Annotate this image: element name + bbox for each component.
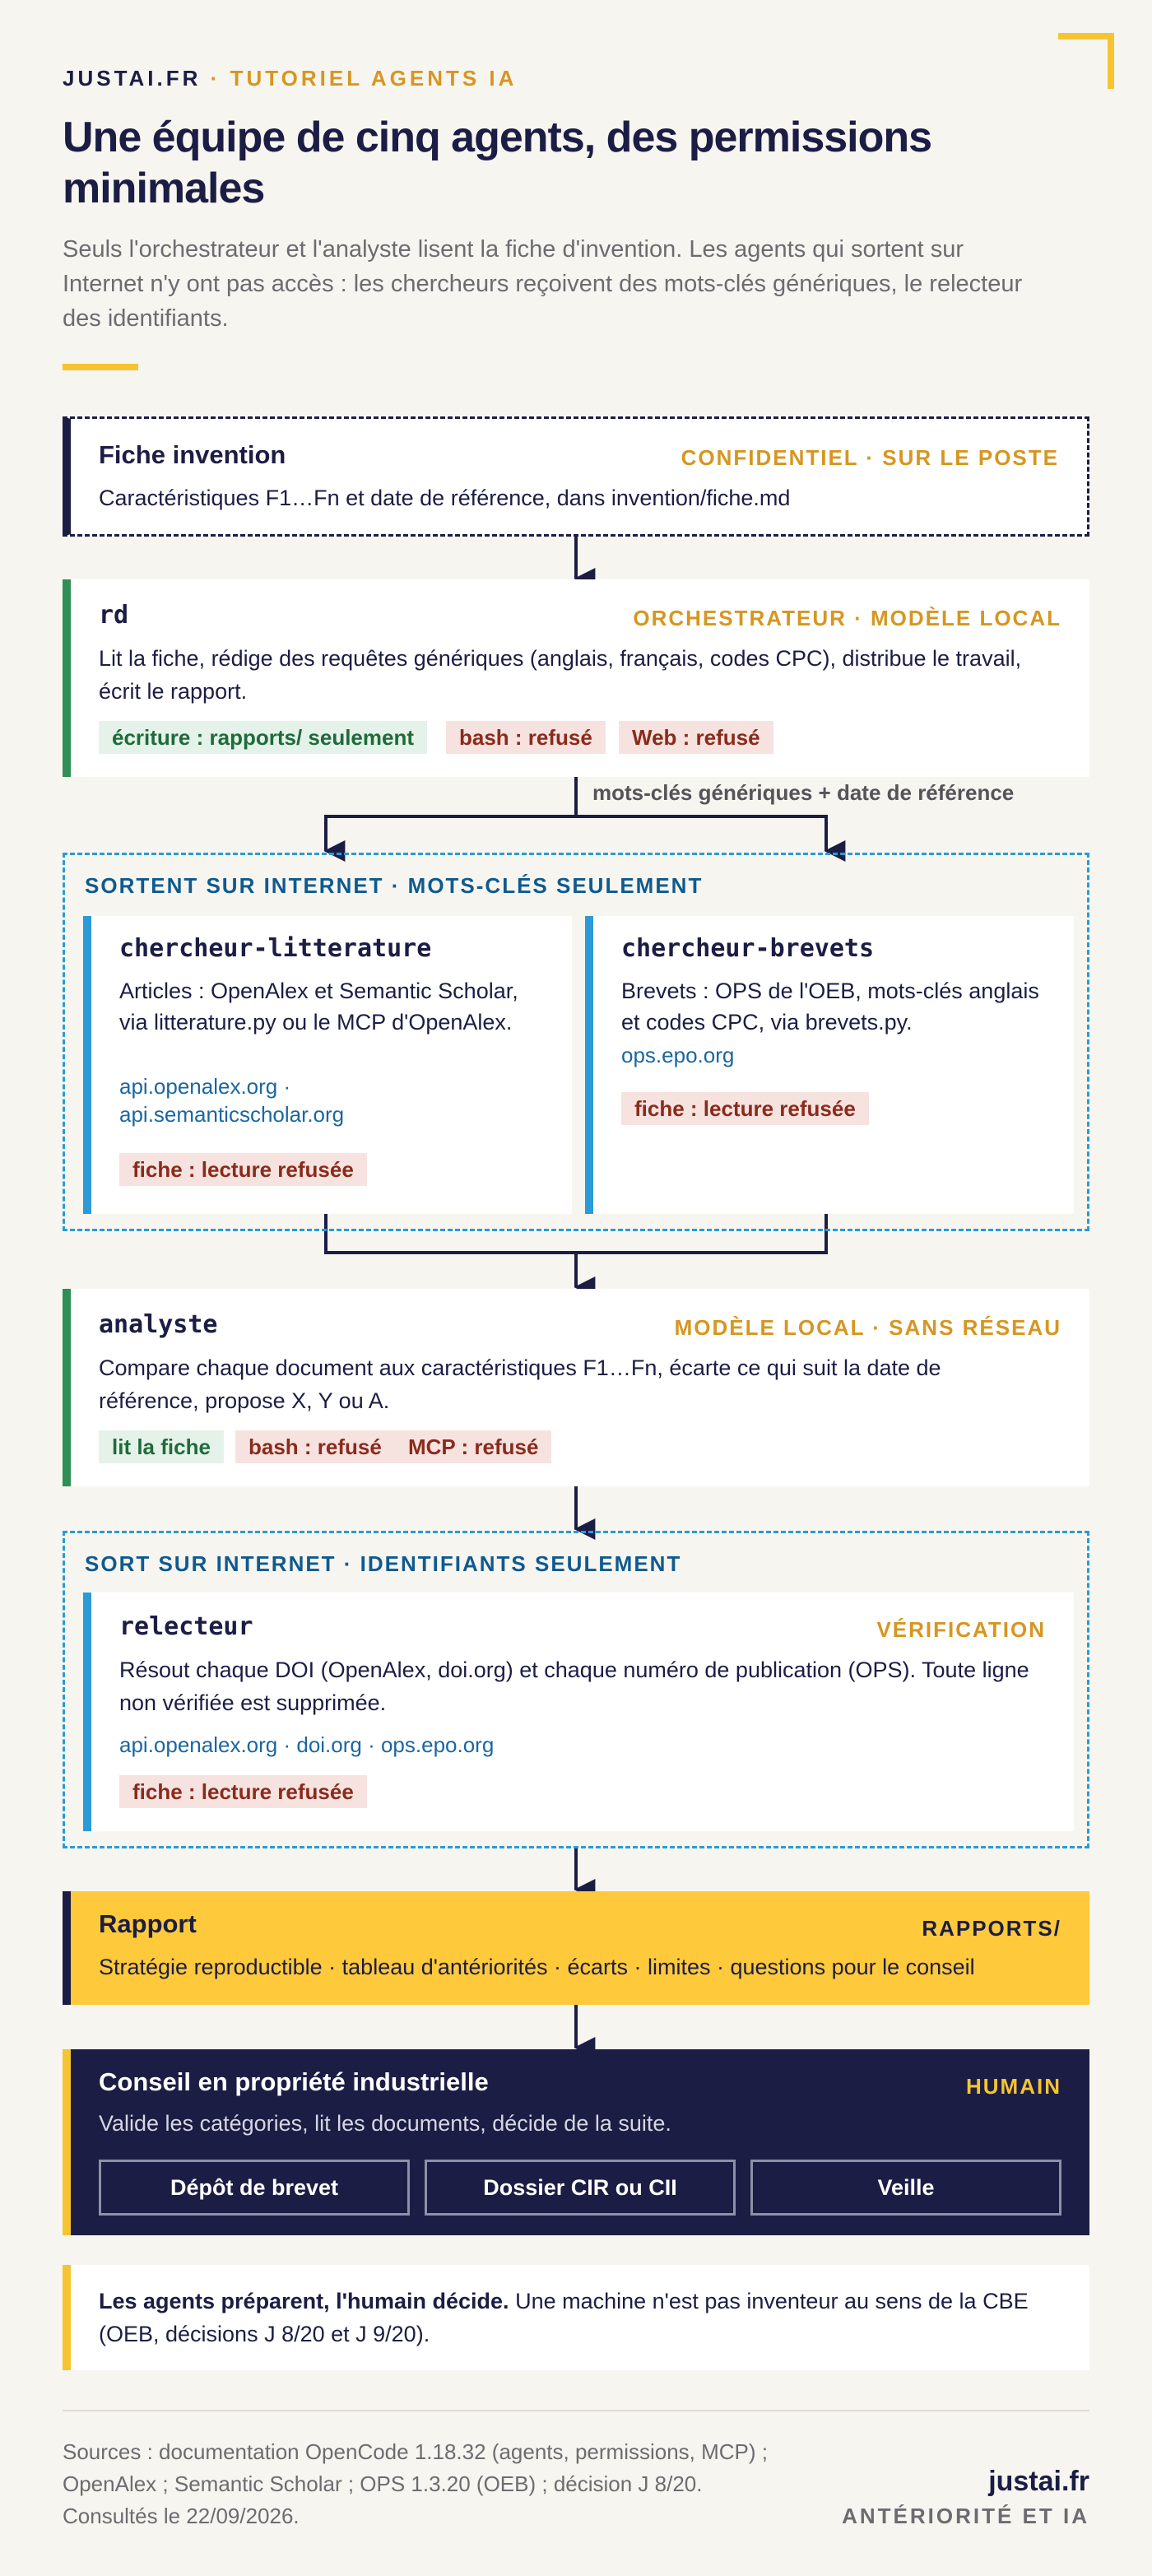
arrow-label-keywords: mots-clés génériques + date de référence	[592, 780, 1015, 805]
fiche-tag: CONFIDENTIEL · SUR LE POSTE	[681, 445, 1059, 470]
brevets-body: Brevets : OPS de l'OEB, mots-clés anglai…	[621, 979, 1039, 1035]
veille-button[interactable]: Veille	[750, 2160, 1061, 2216]
litterature-body: Articles : OpenAlex et Semantic Scholar,…	[119, 979, 518, 1035]
analyste-chip-fiche: lit la fiche	[99, 1430, 224, 1463]
note-bold: Les agents préparent, l'humain décide.	[99, 2289, 509, 2313]
fiche-invention-card: Fiche invention CONFIDENTIEL · SUR LE PO…	[63, 416, 1089, 537]
sources-line1: Sources : documentation OpenCode 1.18.32…	[63, 2439, 768, 2464]
title-accent-rule	[63, 364, 138, 370]
note-text: Les agents préparent, l'humain décide. U…	[99, 2285, 1061, 2350]
rapport-title: Rapport	[99, 1909, 197, 1938]
relecteur-card: relecteur VÉRIFICATION Résout chaque DOI…	[83, 1593, 1074, 1831]
group-internet-keywords-label: SORTENT SUR INTERNET · MOTS-CLÉS SEULEME…	[85, 873, 704, 898]
rapport-body: Stratégie reproductible · tableau d'anté…	[99, 1955, 975, 1979]
dossier-cir-cii-button[interactable]: Dossier CIR ou CII	[425, 2160, 736, 2216]
analyste-tag: MODÈLE LOCAL · SANS RÉSEAU	[674, 1315, 1061, 1340]
arrow-rd-to-brevets	[576, 815, 846, 862]
arrow-rd-to-researchers	[323, 777, 578, 862]
litterature-chip: fiche : lecture refusée	[119, 1153, 367, 1186]
kicker: JUSTAI.FR · TUTORIEL AGENTS IA	[63, 66, 517, 91]
analyste-title: analyste	[99, 1310, 218, 1339]
corner-ornament	[1058, 33, 1114, 89]
sources-line3: Consultés le 22/09/2026.	[63, 2504, 300, 2528]
note-card: Les agents préparent, l'humain décide. U…	[63, 2265, 1089, 2370]
analyste-chip-mcp: MCP : refusé	[395, 1430, 552, 1463]
rapport-tag: RAPPORTS/	[922, 1916, 1061, 1941]
kicker-topic: TUTORIEL AGENTS IA	[230, 66, 518, 91]
rd-title: rd	[99, 601, 129, 630]
rapport-card: Rapport RAPPORTS/ Stratégie reproductibl…	[63, 1891, 1089, 2005]
footer-brand: justai.fr	[988, 2466, 1089, 2497]
footer-divider	[63, 2410, 1089, 2411]
litterature-link-line1: api.openalex.org ·	[119, 1074, 291, 1099]
relecteur-title: relecteur	[119, 1612, 253, 1641]
analyste-card: analyste MODÈLE LOCAL · SANS RÉSEAU Comp…	[63, 1289, 1089, 1486]
page-title: Une équipe de cinq agents, des permissio…	[63, 114, 932, 212]
group-internet-keywords: SORTENT SUR INTERNET · MOTS-CLÉS SEULEME…	[63, 853, 1089, 1231]
brevets-links: ops.epo.org	[621, 1043, 735, 1067]
conseil-title: Conseil en propriété industrielle	[99, 2067, 489, 2096]
fiche-body: Caractéristiques F1…Fn et date de référe…	[99, 486, 791, 510]
relecteur-chip: fiche : lecture refusée	[119, 1775, 367, 1808]
rd-chip-web: Web : refusé	[619, 721, 773, 754]
conseil-tag: HUMAIN	[966, 2074, 1061, 2099]
depot-brevet-button[interactable]: Dépôt de brevet	[99, 2160, 410, 2216]
analyste-chip-bash: bash : refusé	[235, 1430, 395, 1463]
rd-chip-bash: bash : refusé	[446, 721, 606, 754]
conseil-body: Valide les catégories, lit les documents…	[99, 2111, 671, 2136]
litterature-link-line2: api.semanticscholar.org	[119, 1102, 345, 1127]
rd-chip-write: écriture : rapports/ seulement	[99, 721, 427, 754]
rd-card: rd ORCHESTRATEUR · MODÈLE LOCAL Lit la f…	[63, 579, 1089, 777]
sources-line2: OpenAlex ; Semantic Scholar ; OPS 1.3.20…	[63, 2471, 703, 2496]
fiche-title: Fiche invention	[99, 440, 286, 469]
analyste-body: Compare chaque document aux caractéristi…	[99, 1355, 941, 1413]
relecteur-tag: VÉRIFICATION	[876, 1617, 1046, 1642]
rd-tag: ORCHESTRATEUR · MODÈLE LOCAL	[633, 606, 1061, 630]
group-internet-ids: SORT SUR INTERNET · IDENTIFIANTS SEULEME…	[63, 1531, 1089, 1848]
relecteur-body: Résout chaque DOI (OpenAlex, doi.org) et…	[119, 1658, 1029, 1715]
note-rest: Une machine n'est pas inventeur au sens …	[99, 2289, 1029, 2346]
rd-body: Lit la fiche, rédige des requêtes généri…	[99, 646, 1022, 704]
brevets-title: chercheur-brevets	[621, 934, 875, 963]
litterature-title: chercheur-litterature	[119, 934, 432, 963]
chercheur-brevets-card: chercheur-brevets Brevets : OPS de l'OEB…	[585, 916, 1074, 1214]
chercheur-litterature-card: chercheur-litterature Articles : OpenAle…	[83, 916, 572, 1214]
page-subtitle: Seuls l'orchestrateur et l'analyste lise…	[63, 236, 1023, 332]
footer-subtitle: ANTÉRIORITÉ ET IA	[842, 2504, 1089, 2528]
conseil-card: Conseil en propriété industrielle HUMAIN…	[63, 2049, 1089, 2235]
footer-sources: Sources : documentation OpenCode 1.18.32…	[63, 2436, 820, 2532]
relecteur-links: api.openalex.org · doi.org · ops.epo.org	[119, 1732, 495, 1757]
kicker-brand: JUSTAI.FR	[63, 66, 202, 91]
group-internet-ids-label: SORT SUR INTERNET · IDENTIFIANTS SEULEME…	[85, 1551, 682, 1576]
kicker-separator: ·	[210, 66, 221, 91]
brevets-chip: fiche : lecture refusée	[621, 1092, 869, 1125]
